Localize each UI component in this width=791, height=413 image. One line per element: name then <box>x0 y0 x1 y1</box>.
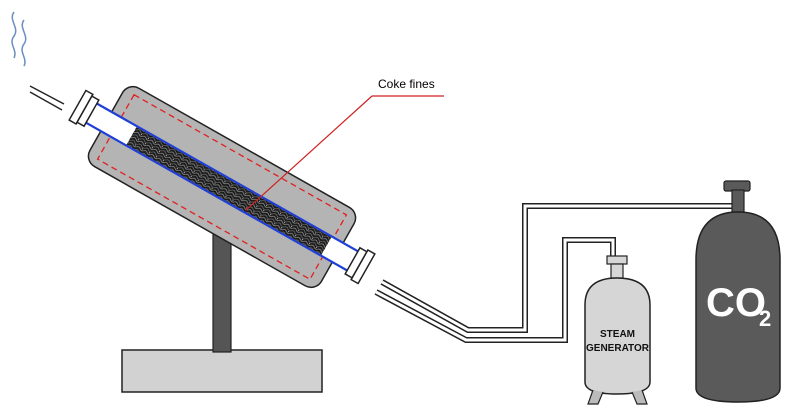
steam-supply-line-inner <box>375 238 615 342</box>
rotary-furnace <box>68 85 376 289</box>
co2-cylinder-body <box>695 211 781 403</box>
reactor-tube-top-wall <box>87 97 368 258</box>
coke-fines-label: Coke fines <box>378 77 435 91</box>
steam-supply-line <box>374 237 616 343</box>
steam-label-line1: STEAM <box>600 329 635 340</box>
co2-valve-stem <box>731 189 745 213</box>
steam-generator: STEAM GENERATOR <box>584 255 651 405</box>
stand-base <box>121 349 323 393</box>
co2-cylinder: CO 2 <box>695 180 781 403</box>
end-fitting-right <box>350 248 376 285</box>
end-cap-left <box>76 95 100 128</box>
coke-fines-leader <box>245 95 373 211</box>
steam-label-line2: GENERATOR <box>586 343 650 354</box>
coke-bed-icon <box>126 127 332 255</box>
co2-label: CO <box>706 281 766 325</box>
co2-supply-line <box>380 196 741 333</box>
steam-generator-leg-left <box>587 389 604 405</box>
exhaust-tube-b <box>29 91 63 111</box>
vapor-wisp-icon-2 <box>21 19 27 67</box>
reactor-tube-bottom-wall <box>76 116 357 277</box>
steam-generator-neck <box>610 263 624 279</box>
vapor-wisp-icon <box>11 11 17 59</box>
steam-generator-leg-right <box>631 389 648 405</box>
exhaust-tube-a <box>29 85 65 105</box>
co2-label-subscript: 2 <box>759 306 771 331</box>
steam-generator-cap <box>606 255 628 265</box>
